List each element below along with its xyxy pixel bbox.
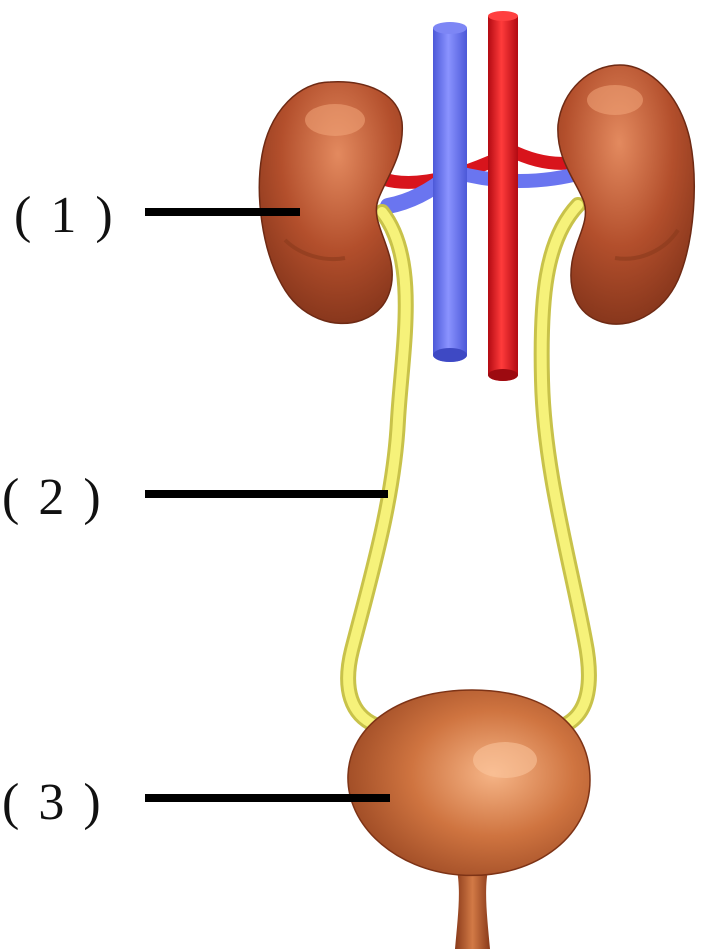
label-ureter: ( 2 ) — [2, 472, 104, 524]
renal-vessels — [380, 150, 585, 206]
label-bladder: ( 3 ) — [2, 777, 104, 829]
bladder — [348, 690, 590, 875]
label-kidney: ( 1 ) — [14, 190, 116, 242]
vena-cava — [433, 22, 467, 362]
aorta — [488, 11, 518, 381]
right-kidney — [558, 65, 694, 324]
right-renal-vein — [455, 172, 585, 181]
